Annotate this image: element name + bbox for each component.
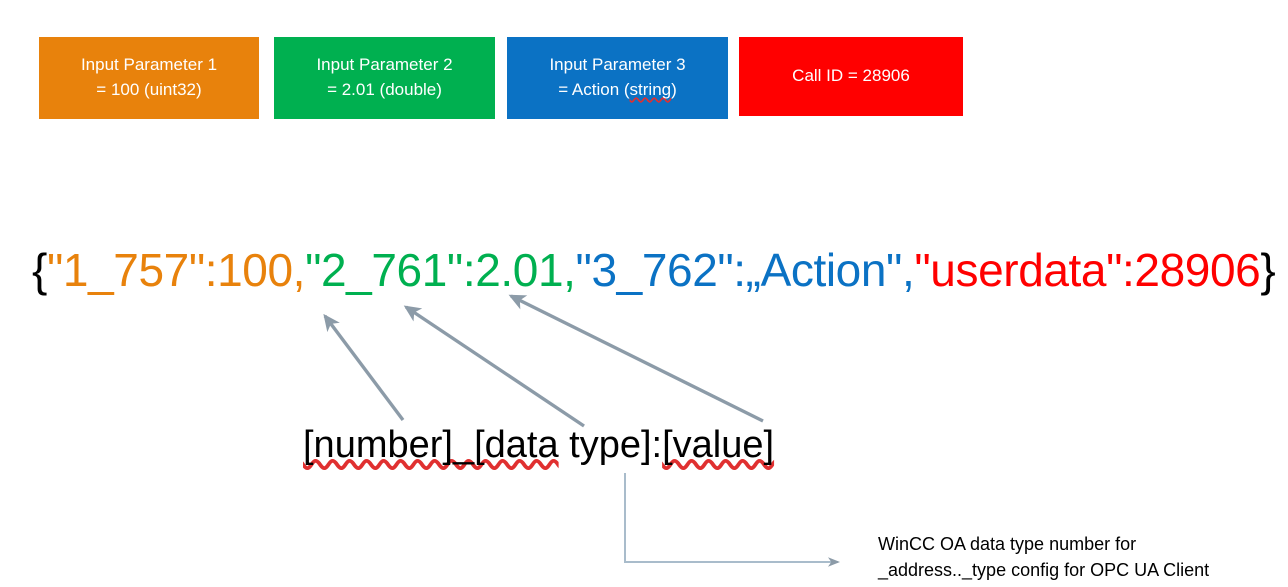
format-legend-value-part: [value]: [662, 424, 775, 466]
wincc-oa-caption-line-1: WinCC OA data type number for: [878, 534, 1137, 554]
format-legend: [number]_[data type]:[value]: [303, 424, 774, 467]
wincc-oa-caption-line-2: _address.._type config for OPC UA Client: [878, 560, 1210, 581]
json-param2-pair: "2_761":2.01,: [305, 244, 576, 296]
format-legend-type-part: type]:: [558, 424, 663, 466]
input-parameter-3-value-suffix: ): [671, 80, 677, 99]
json-param1-pair: "1_757":100,: [46, 244, 306, 296]
arrow-to-param1: [323, 313, 405, 422]
call-id-label: Call ID = 28906: [792, 66, 910, 86]
format-legend-number-part: [number]_[data: [303, 424, 559, 466]
json-payload-string: {"1_757":100,"2_761":2.01,"3_762":„Actio…: [32, 243, 1276, 297]
json-param3-pair: "3_762":„Action",: [575, 244, 915, 296]
call-id-box: Call ID = 28906: [739, 37, 963, 116]
input-parameter-1-title: Input Parameter 1: [80, 55, 218, 75]
input-parameter-2-box: Input Parameter 2 = 2.01 (double): [274, 37, 495, 119]
input-parameter-2-title: Input Parameter 2: [316, 55, 453, 75]
input-parameter-3-value-type: string: [629, 80, 672, 99]
input-parameter-3-box: Input Parameter 3 = Action (string): [507, 37, 728, 119]
input-parameter-1-value: = 100 (uint32): [96, 80, 202, 99]
input-parameter-3-value: = Action (string): [558, 78, 677, 103]
json-userdata-pair: "userdata":28906: [914, 244, 1261, 296]
arrow-to-param2: [403, 305, 585, 428]
json-close-brace: }: [1260, 244, 1276, 296]
wincc-oa-caption: WinCC OA data type number for _address..…: [878, 531, 1278, 583]
input-parameter-1-box: Input Parameter 1 = 100 (uint32): [39, 37, 259, 119]
arrow-to-param3: [508, 294, 764, 423]
input-parameter-3-title: Input Parameter 3: [549, 55, 686, 75]
input-parameter-2-value: = 2.01 (double): [327, 80, 442, 99]
arrow-to-caption: [624, 473, 840, 567]
input-parameter-3-value-prefix: = Action (: [558, 80, 630, 99]
json-open-brace: {: [32, 244, 47, 296]
